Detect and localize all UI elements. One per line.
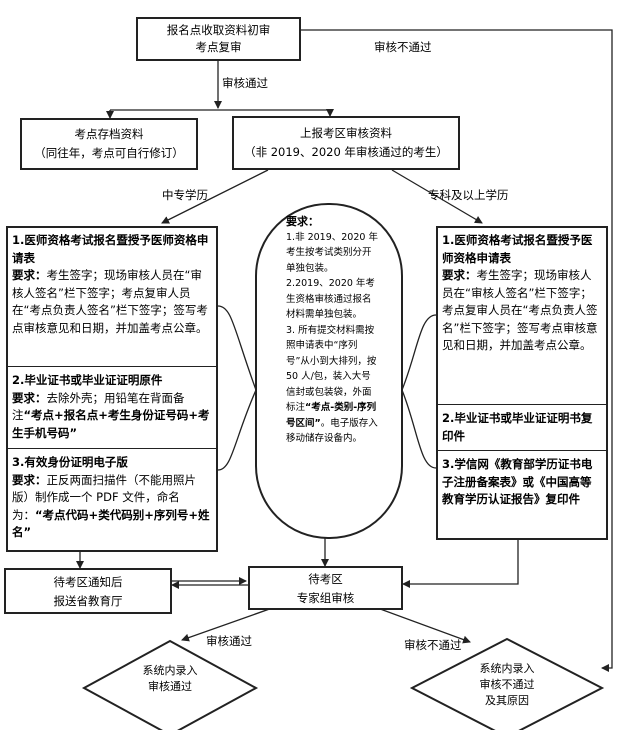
notify-line1: 待考区通知后 bbox=[53, 575, 123, 589]
center-req-p3a: 3. 所有提交材料需按照申请表中“序列号”从小到大排列，按 50 人/包，装入大… bbox=[286, 324, 377, 414]
archive-box bbox=[20, 118, 198, 170]
archive-line1: 考点存档资料 bbox=[74, 127, 144, 141]
left-divider-2 bbox=[6, 448, 218, 449]
left-item3-title: 3.有效身份证明电子版 bbox=[12, 455, 128, 469]
arrow-to-right-diamond bbox=[371, 605, 471, 644]
right-item1-body: 要求：考生签字；现场审核人员在“审核人签名”栏下签字；考点复审人员在“考点负责人… bbox=[442, 267, 602, 355]
decision-fail-diamond bbox=[409, 637, 605, 730]
reject-top-path bbox=[301, 29, 613, 672]
center-req-title: 要求： bbox=[286, 215, 319, 228]
right-divider-1 bbox=[436, 404, 608, 405]
initial-review-line2: 考点复审 bbox=[195, 40, 242, 54]
left-item1-text: 考生签字；现场审核人员在“审核人签名”栏下签字；考点复审人员在“考点负责人签名”… bbox=[12, 268, 208, 335]
left-divider-1 bbox=[6, 366, 218, 367]
left-item3-req: 要求： bbox=[12, 472, 47, 487]
report-line1: 上报考区审核资料 bbox=[300, 126, 392, 140]
left-item2-req: 要求： bbox=[12, 390, 47, 405]
arrow-right-to-expert bbox=[402, 540, 519, 588]
left-column-box bbox=[6, 226, 218, 552]
report-line2: （非 2019、2020 年审核通过的考生） bbox=[244, 145, 448, 159]
archive-line2: （同往年，考点可自行修订） bbox=[34, 146, 184, 160]
left-item2-body: 要求：去除外壳；用铅笔在背面备注“考点+报名点+考生身份证号码+考生手机号码” bbox=[12, 390, 212, 443]
left-item2: 2.毕业证书或毕业证证明原件 要求：去除外壳；用铅笔在背面备注“考点+报名点+考… bbox=[12, 372, 212, 442]
right-item1-text: 考生签字；现场审核人员在“审核人签名”栏下签字；考点复审人员在“考点负责人签名”… bbox=[442, 268, 598, 352]
right-item1: 1.医师资格考试报名暨授予医师资格申请表 要求：考生签字；现场审核人员在“审核人… bbox=[442, 232, 602, 355]
right-item1-title: 1.医师资格考试报名暨授予医师资格申请表 bbox=[442, 233, 593, 265]
expert-line1: 待考区 bbox=[308, 572, 343, 586]
expert-review-box bbox=[248, 566, 403, 610]
diamond-fail-line1: 系统内录入 bbox=[479, 662, 535, 675]
left-bracket bbox=[217, 305, 257, 471]
left-item1-body: 要求：考生签字；现场审核人员在“审核人签名”栏下签字；考点复审人员在“考点负责人… bbox=[12, 267, 212, 337]
notify-box bbox=[4, 568, 172, 614]
left-item3: 3.有效身份证明电子版 要求：正反两面扫描件（不能用照片版）制作成一个 PDF … bbox=[12, 454, 212, 542]
label-zhuanke: 专科及以上学历 bbox=[428, 188, 509, 202]
center-req-p3b: “考点-类别-序列号区间” bbox=[286, 402, 377, 429]
arrow-to-right-col bbox=[391, 169, 483, 224]
diamond-pass-line2: 审核通过 bbox=[148, 680, 192, 693]
arrow-to-left-col bbox=[161, 169, 269, 224]
label-reject-top: 审核不通过 bbox=[374, 40, 432, 54]
label-zhongzhuan: 中专学历 bbox=[162, 188, 208, 202]
arrow-to-left-diamond bbox=[181, 605, 279, 642]
left-item2-title: 2.毕业证书或毕业证证明原件 bbox=[12, 373, 163, 387]
initial-review-line1: 报名点收取资料初审 bbox=[166, 23, 271, 37]
report-box bbox=[232, 116, 460, 170]
left-item3-text: 正反两面扫描件（不能用照片版）制作成一个 PDF 文件，命名为： bbox=[12, 472, 196, 522]
center-req-p1: 1.非 2019、2020 年考生按考试类别分开单独包装。 bbox=[286, 231, 378, 274]
right-divider-2 bbox=[436, 450, 608, 451]
left-item2-strong: “考点+报名点+考生身份证号码+考生手机号码” bbox=[12, 408, 210, 440]
right-item1-req: 要求： bbox=[442, 268, 477, 282]
left-item2-text: 去除外壳；用铅笔在背面备注 bbox=[12, 390, 185, 423]
center-req-p3: 3. 所有提交材料需按照申请表中“序列号”从小到大排列，按 50 人/包，装入大… bbox=[286, 323, 380, 447]
diamond-fail-line3: 及其原因 bbox=[485, 694, 529, 707]
left-item1-title: 1.医师资格考试报名暨授予医师资格申请表 bbox=[12, 233, 209, 265]
requirements-capsule bbox=[255, 203, 403, 539]
left-item1: 1.医师资格考试报名暨授予医师资格申请表 要求：考生签字；现场审核人员在“审核人… bbox=[12, 232, 212, 337]
left-item3-body: 要求：正反两面扫描件（不能用照片版）制作成一个 PDF 文件，命名为：“考点代码… bbox=[12, 472, 212, 542]
left-item3-strong: “考点代码+类代码别+序列号+姓名” bbox=[12, 507, 210, 540]
right-item3-title: 3.学信网《教育部学历证书电子注册备案表》或《中国高等教育学历认证报告》复印件 bbox=[442, 457, 593, 506]
decision-pass-diamond bbox=[81, 639, 259, 730]
notify-line2: 报送省教育厅 bbox=[53, 594, 123, 608]
right-column-box bbox=[436, 226, 608, 540]
expert-line2: 专家组审核 bbox=[296, 591, 355, 605]
right-bracket bbox=[401, 314, 437, 469]
label-reject-bottom: 审核不通过 bbox=[404, 638, 462, 652]
center-req-p2: 2.2019、2020 年考生资格审核通过报名材料需单独包装。 bbox=[286, 278, 375, 320]
initial-review-box bbox=[136, 17, 301, 61]
center-req-p3c: 。电子版存入移动储存设备内。 bbox=[286, 417, 378, 445]
label-approve-top: 审核通过 bbox=[222, 76, 268, 90]
diamond-fail-line2: 审核不通过 bbox=[479, 678, 535, 691]
right-item2-title: 2.毕业证书或毕业证证明书复印件 bbox=[442, 411, 593, 443]
label-approve-bottom: 审核通过 bbox=[206, 634, 252, 648]
center-requirements: 要求： 1.非 2019、2020 年考生按考试类别分开单独包装。 2.2019… bbox=[286, 214, 380, 447]
diamond-pass-line1: 系统内录入 bbox=[142, 664, 198, 677]
left-item1-req: 要求： bbox=[12, 268, 47, 282]
